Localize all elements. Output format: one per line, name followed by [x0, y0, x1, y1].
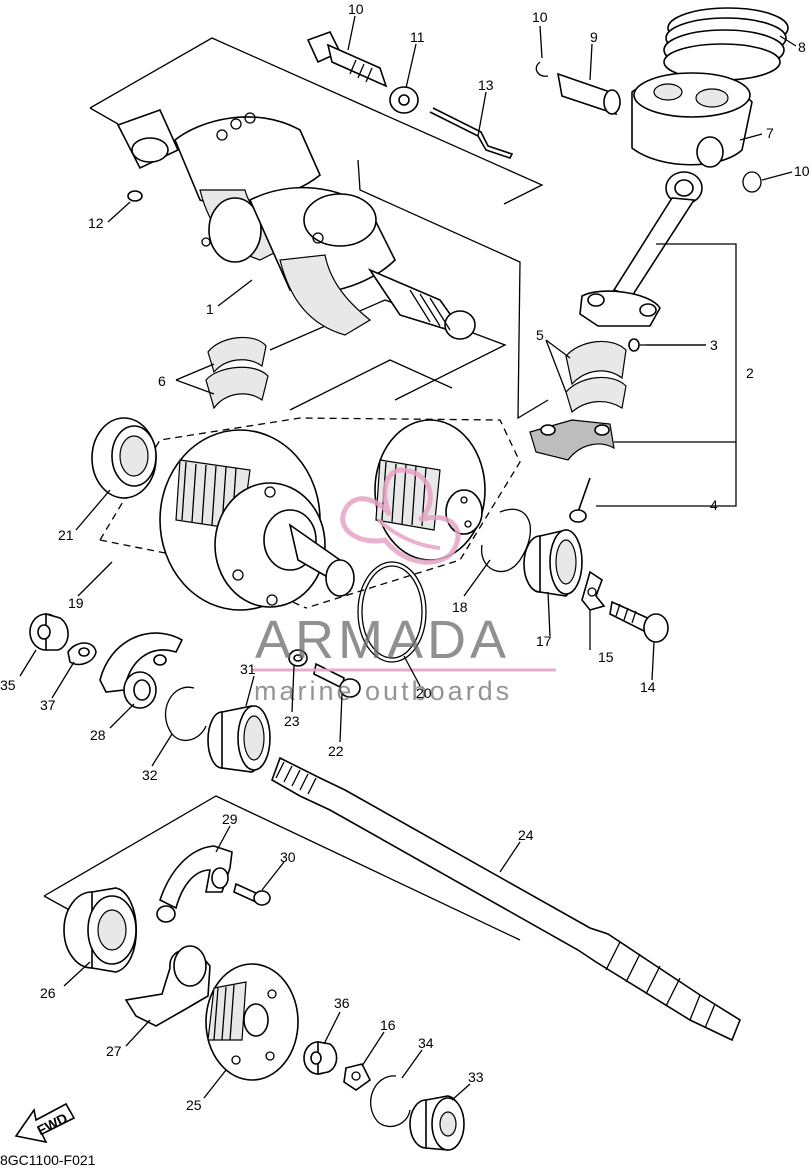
diagram-code: 8GC1100-F021 — [0, 1152, 96, 1168]
callout-31[interactable]: 30 — [280, 849, 296, 865]
callout-11[interactable]: 10 — [348, 1, 364, 17]
callout-24[interactable]: 23 — [284, 713, 300, 729]
watermark-logo-icon — [340, 467, 461, 565]
piston[interactable] — [631, 72, 753, 168]
callout-33[interactable]: 32 — [142, 767, 158, 783]
callout-7[interactable]: 7 — [766, 125, 774, 141]
washer-37[interactable] — [67, 642, 97, 666]
callout-29[interactable]: 28 — [90, 727, 106, 743]
callout-37[interactable]: 37 — [40, 697, 56, 713]
watermark-brand: ARMADA — [255, 610, 510, 670]
bearing-5[interactable] — [565, 340, 627, 414]
callout-20[interactable]: 19 — [68, 595, 84, 611]
callout-18[interactable]: 17 — [536, 633, 552, 649]
drive-shaft-25[interactable] — [271, 756, 741, 1042]
callout-13[interactable]: 12 — [88, 215, 104, 231]
leader-lines — [19, 15, 797, 1101]
bearing-34[interactable] — [409, 1095, 465, 1151]
o-ring-21[interactable] — [357, 561, 427, 663]
washer-12[interactable] — [389, 86, 419, 114]
callout-26[interactable]: 25 — [186, 1097, 202, 1113]
callout-15[interactable]: 14 — [640, 679, 656, 695]
callout-28[interactable]: 27 — [106, 1043, 122, 1059]
callout-17[interactable]: 16 — [380, 1017, 396, 1033]
rod-bolt-4[interactable] — [569, 477, 591, 523]
callout-36-upper[interactable]: 35 — [0, 677, 16, 693]
callout-22[interactable]: 21 — [58, 527, 74, 543]
piston-rings[interactable] — [663, 7, 789, 81]
callout-12[interactable]: 11 — [410, 29, 425, 45]
callout-1[interactable]: 1 — [206, 301, 214, 317]
callout-labels: 10 11 13 10 9 8 7 10 12 1 6 5 3 2 4 21 1… — [0, 1, 810, 1113]
callout-35[interactable]: 34 — [418, 1035, 434, 1051]
callout-10-right[interactable]: 10 — [794, 163, 810, 179]
bearing-22[interactable] — [91, 417, 157, 499]
bearing-27[interactable] — [63, 887, 138, 973]
fwd-arrow-icon: FWD — [14, 1102, 76, 1144]
callout-5[interactable]: 5 — [536, 327, 544, 343]
callout-10-top[interactable]: 10 — [532, 9, 548, 25]
bolt-15[interactable] — [609, 600, 669, 643]
fwd-label: FWD — [34, 1110, 70, 1139]
connecting-rod[interactable] — [579, 171, 703, 327]
pin-14[interactable] — [429, 107, 514, 159]
callout-34[interactable]: 33 — [468, 1069, 484, 1085]
drive-gear-20[interactable] — [159, 429, 355, 611]
circlip-10-top[interactable] — [535, 61, 549, 77]
plate-16[interactable] — [581, 570, 606, 611]
washer-17[interactable] — [343, 1063, 372, 1091]
callout-9[interactable]: 9 — [590, 29, 598, 45]
callout-8[interactable]: 8 — [798, 39, 806, 55]
woodruff-key[interactable] — [127, 190, 143, 202]
callout-27[interactable]: 26 — [40, 985, 56, 1001]
callout-4[interactable]: 4 — [710, 497, 718, 513]
crankshaft[interactable] — [116, 108, 476, 340]
callout-32[interactable]: 31 — [240, 661, 256, 677]
piston-pin[interactable] — [556, 72, 621, 116]
bracket-29[interactable] — [99, 632, 184, 709]
needle-bearing-18[interactable] — [523, 529, 583, 597]
bracket-28[interactable] — [124, 945, 211, 1027]
washer-24[interactable] — [288, 649, 308, 667]
circlip-33[interactable] — [164, 686, 207, 742]
callout-14[interactable]: 13 — [478, 77, 494, 93]
dowel-pin-3[interactable] — [628, 338, 640, 352]
screw-31[interactable] — [233, 882, 271, 906]
callout-3[interactable]: 3 — [710, 337, 718, 353]
callout-6[interactable]: 6 — [158, 373, 166, 389]
rod-cap[interactable] — [529, 419, 615, 461]
circlip-10-right[interactable] — [742, 171, 762, 193]
gear-26[interactable] — [205, 963, 299, 1081]
circlip-19[interactable] — [481, 508, 531, 573]
main-bearing-6[interactable] — [205, 336, 269, 410]
callout-30[interactable]: 29 — [222, 811, 238, 827]
collar-36-lower[interactable] — [303, 1041, 338, 1075]
callout-19[interactable]: 18 — [452, 599, 468, 615]
needle-bearing-32[interactable] — [207, 705, 271, 773]
callout-23[interactable]: 22 — [328, 743, 344, 759]
callout-2[interactable]: 2 — [746, 365, 754, 381]
bolt-11[interactable] — [306, 31, 388, 88]
watermark-tagline: marine outboards — [254, 676, 512, 706]
watermark: ARMADA marine outboards — [252, 467, 556, 706]
callout-21[interactable]: 20 — [416, 685, 432, 701]
callout-25[interactable]: 24 — [518, 827, 534, 843]
callout-36-lower[interactable]: 36 — [334, 995, 350, 1011]
circlip-35[interactable] — [370, 1075, 411, 1127]
bracket-30[interactable] — [156, 845, 233, 923]
collar-36-upper[interactable] — [29, 612, 69, 651]
callout-16[interactable]: 15 — [598, 649, 614, 665]
